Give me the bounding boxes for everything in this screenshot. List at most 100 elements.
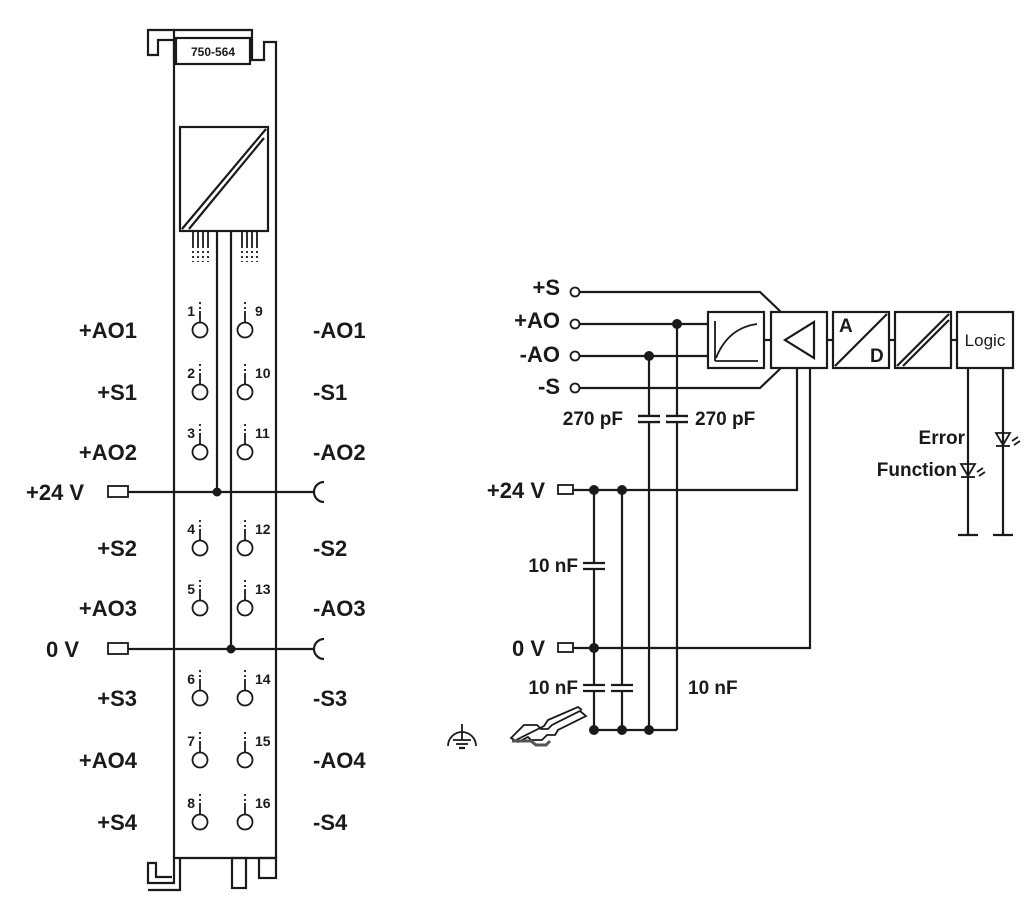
right-signal-label: -S4	[313, 810, 348, 835]
terminal-circle-icon	[191, 751, 209, 769]
terminal-contact[interactable]: 8	[187, 794, 209, 831]
terminal-circle-icon	[236, 689, 254, 707]
terminal-circle-icon	[191, 813, 209, 831]
label-24v: +24 V	[26, 480, 84, 505]
left-signal-label: +S1	[97, 380, 137, 405]
terminal-contact[interactable]: 1	[187, 302, 209, 339]
terminal-contact[interactable]: 9	[236, 302, 264, 339]
filter-block	[706, 310, 766, 370]
socket-icon	[312, 480, 325, 504]
terminal-number: 14	[255, 671, 271, 687]
terminal-circle-icon	[191, 321, 209, 339]
part-number: 750-564	[191, 45, 235, 59]
ad-label-a: A	[839, 316, 853, 337]
terminal-contact[interactable]: 10	[236, 364, 271, 401]
terminal-number: 16	[255, 795, 271, 811]
terminal-contact[interactable]: 11	[236, 424, 271, 461]
terminal-circle-icon	[236, 321, 254, 339]
terminal-circle-icon	[191, 383, 209, 401]
cap-10nf-label: 10 nF	[528, 556, 578, 577]
terminal-number: 11	[255, 425, 270, 441]
amplifier-icon	[782, 320, 816, 360]
signal-labels: +AO1-AO1+S1-S1+AO2-AO2+S2-S2+AO3-AO3+S3-…	[79, 318, 366, 835]
terminal-contact[interactable]: 3	[187, 424, 209, 461]
schem-24v-label: +24 V	[487, 478, 545, 503]
terminal-circle-icon	[191, 689, 209, 707]
left-signal-label: +S4	[97, 810, 138, 835]
input-label: +AO	[514, 308, 560, 333]
top-right-hook	[174, 28, 278, 858]
right-signal-label: -AO3	[313, 596, 366, 621]
connector-icon	[107, 642, 129, 655]
led-error-label: Error	[919, 428, 966, 449]
power-24v-line: +24 V	[26, 480, 325, 505]
input-label: +S	[532, 275, 560, 300]
terminal-number: 3	[187, 425, 195, 441]
terminal-contact[interactable]: 16	[236, 794, 271, 831]
left-signal-label: +AO2	[79, 440, 137, 465]
terminal-contact[interactable]: 4	[187, 520, 209, 557]
terminal-grid: 1 9 2 10 3 11 4 12 5 13 6 14 7 15 8 16	[187, 302, 271, 831]
schem-0v-label: 0 V	[512, 636, 545, 661]
terminal-circle-icon	[236, 751, 254, 769]
terminal-contact[interactable]: 6	[187, 670, 209, 707]
terminal-number: 1	[187, 303, 195, 319]
terminal-contact[interactable]: 7	[187, 732, 209, 769]
cap-10nf-label: 10 nF	[528, 678, 578, 699]
right-signal-label: -S2	[313, 536, 347, 561]
input-label: -S	[538, 374, 560, 399]
part-label-box	[174, 36, 252, 66]
label-0v: 0 V	[46, 637, 79, 662]
error-led-icon	[994, 432, 1012, 447]
socket-icon	[312, 637, 325, 661]
bus-pins-left	[192, 231, 209, 262]
terminal-contact[interactable]: 5	[187, 580, 209, 617]
top-left-hook	[146, 28, 176, 60]
terminal-contact[interactable]: 14	[236, 670, 271, 707]
power-0v-line: 0 V	[46, 637, 325, 662]
amplifier-block	[769, 310, 829, 370]
right-signal-label: -AO1	[313, 318, 366, 343]
left-signal-label: +AO3	[79, 596, 137, 621]
terminal-number: 9	[255, 303, 263, 319]
terminal-circle-icon	[191, 599, 209, 617]
terminal-circle-icon	[191, 443, 209, 461]
right-signal-label: -S3	[313, 686, 347, 711]
cap-270pf-label: 270 pF	[695, 409, 755, 430]
right-signal-label: -AO2	[313, 440, 366, 465]
bottom-foot	[230, 856, 248, 890]
terminal-contact[interactable]: 13	[236, 580, 271, 617]
terminal-number: 10	[255, 365, 271, 381]
bottom-foot	[257, 856, 278, 880]
terminal-contact[interactable]: 12	[236, 520, 271, 557]
left-signal-label: +AO4	[79, 748, 138, 773]
terminal-number: 15	[255, 733, 271, 749]
terminal-number: 12	[255, 521, 271, 537]
converter-box	[178, 125, 270, 233]
terminal-contact[interactable]: 2	[187, 364, 209, 401]
terminal-circle-icon	[236, 539, 254, 557]
terminal-circle-icon	[236, 443, 254, 461]
right-signal-label: -S1	[313, 380, 347, 405]
bottom-left-hook	[146, 858, 176, 885]
terminal-number: 6	[187, 671, 195, 687]
input-label: -AO	[520, 342, 560, 367]
terminal-number: 4	[187, 521, 195, 537]
schematic: +S +AO -AO -S 270 pF 270 pF	[447, 275, 1021, 750]
terminal-contact[interactable]: 15	[236, 732, 271, 769]
right-signal-label: -AO4	[313, 748, 366, 773]
terminal-number: 2	[187, 365, 195, 381]
din-rail-icon	[509, 705, 588, 747]
connector-icon	[557, 484, 574, 495]
logic-label: Logic	[965, 331, 1006, 350]
connector-icon	[557, 642, 574, 653]
terminal-circle-icon	[191, 539, 209, 557]
connector-icon	[107, 485, 129, 498]
bus-pins-right	[241, 231, 258, 262]
module-housing: 750-564	[146, 28, 278, 892]
cap-10nf-label: 10 nF	[688, 678, 738, 699]
terminal-number: 8	[187, 795, 195, 811]
function-led-icon	[959, 463, 977, 478]
left-signal-label: +S2	[97, 536, 137, 561]
